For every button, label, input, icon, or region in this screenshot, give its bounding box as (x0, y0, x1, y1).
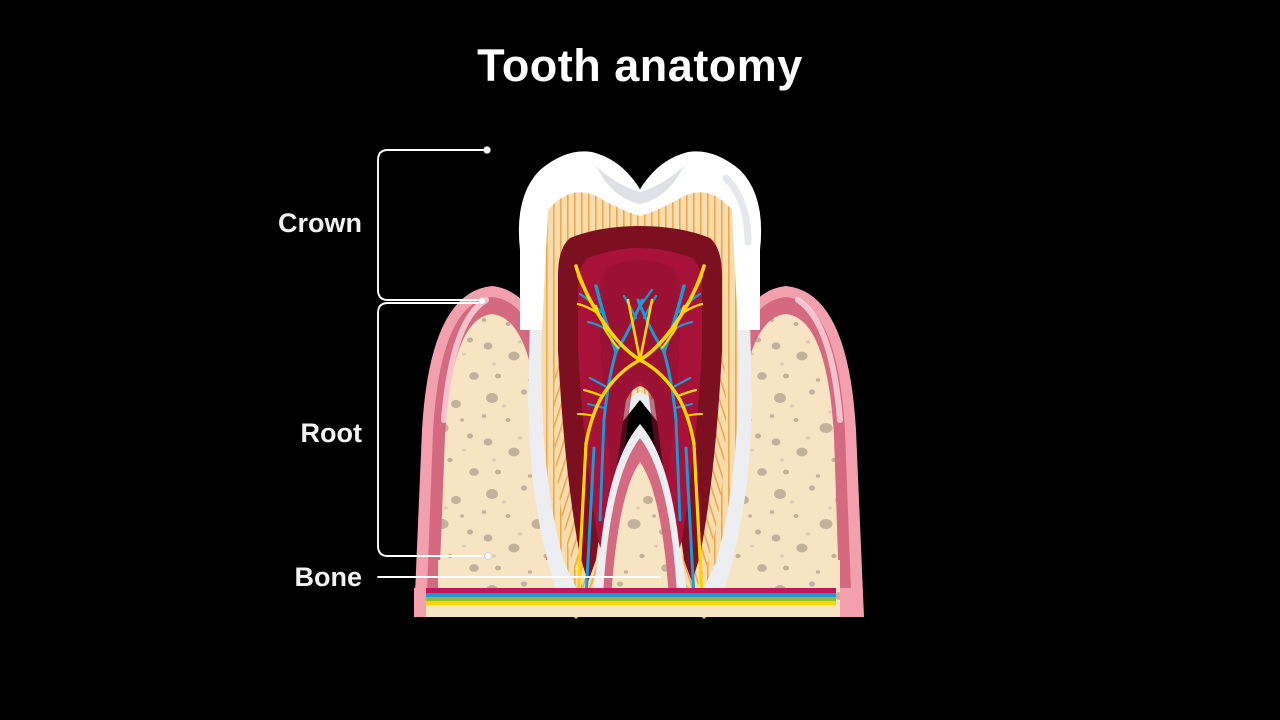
pulp-chamber-shade (600, 260, 680, 500)
nerve-right (638, 264, 706, 619)
label-root: Root (300, 418, 362, 448)
jaw-base-stripes (414, 588, 854, 617)
inter-root-bone-wedge (596, 424, 684, 617)
enamel-occlusal-shade (596, 166, 684, 204)
nerve-left (574, 264, 642, 619)
enamel-shade-right (722, 174, 752, 246)
label-crown: Crown (278, 208, 362, 238)
base-stripe-crimson (424, 588, 836, 593)
tooth-body (518, 151, 762, 619)
base-stripe-blue (424, 593, 836, 597)
base-stripe-yellow (424, 601, 836, 605)
base-stripe-green (424, 597, 836, 601)
base-gum-right (840, 588, 854, 617)
base-bone-strip (418, 605, 842, 617)
base-gum-left (414, 588, 426, 617)
page-title: Tooth anatomy (477, 40, 803, 91)
bone-spongy-tissue (438, 314, 840, 617)
gum-highlight-right (795, 297, 843, 423)
label-bone: Bone (294, 562, 363, 592)
